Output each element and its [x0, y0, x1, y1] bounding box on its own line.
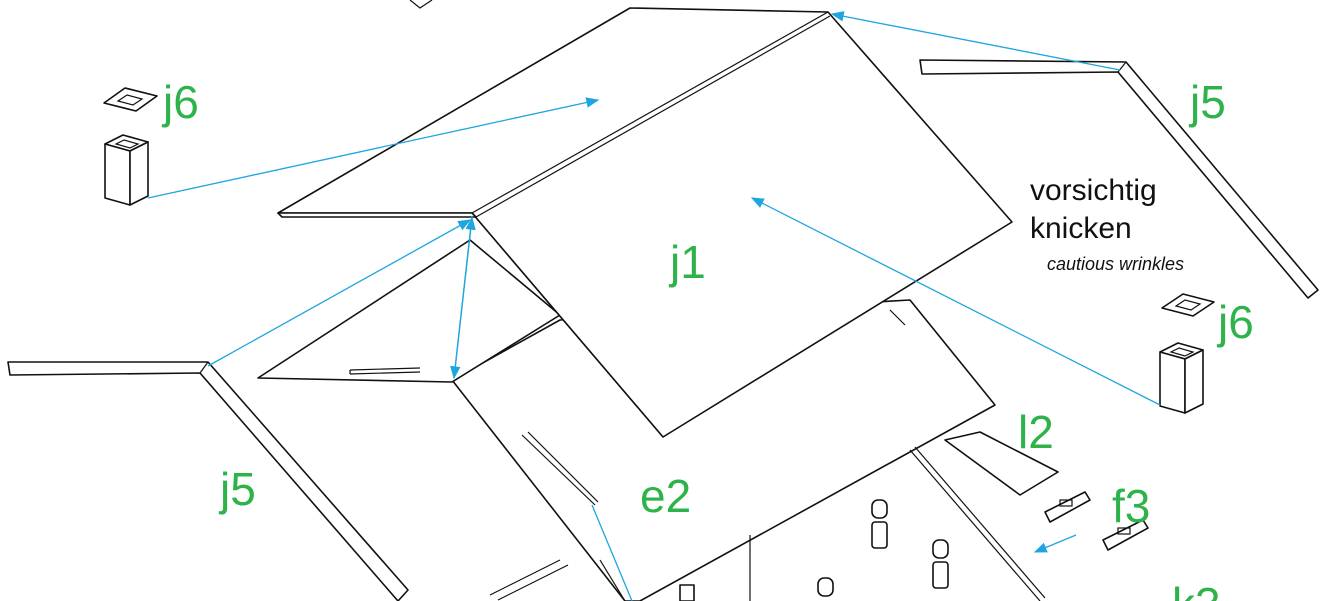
arrow-chimney-left-to-roof [147, 97, 600, 199]
arrow-ridge-up [453, 216, 476, 379]
label-k3: k3 [1172, 578, 1221, 601]
label-j5-right: j5 [1188, 76, 1226, 128]
plate-l2 [944, 431, 1059, 496]
label-j6-right: j6 [1216, 296, 1254, 348]
label-j5-left: j5 [218, 463, 256, 515]
note-line-2: knicken [1030, 212, 1132, 245]
label-f3: f3 [1112, 480, 1150, 532]
label-j6-left: j6 [161, 76, 199, 128]
assembly-arrows [147, 11, 1161, 601]
building-facade [489, 446, 1046, 601]
note-line-1: vorsichtig [1030, 174, 1157, 207]
chimney-j6-left [104, 134, 149, 206]
roof-panel-j1 [277, 7, 1013, 438]
chimney-cap-j6-left [103, 87, 158, 112]
label-j1: j1 [668, 236, 706, 288]
label-e2: e2 [640, 470, 691, 522]
roof-panel-e2 [451, 299, 996, 601]
label-l2: l2 [1018, 406, 1054, 458]
arrow-f3-to-wall [1033, 534, 1077, 553]
part-f3-a [1044, 491, 1091, 523]
arrow-ridge-right-to-roof [830, 11, 1121, 71]
note-line-3: cautious wrinkles [1047, 254, 1184, 274]
ridge-strip-j5-left [7, 361, 409, 601]
arrow-facade [591, 504, 633, 601]
chimney-cap-j6-right [1161, 293, 1215, 317]
arrow-ridge-left-to-roof [207, 219, 472, 367]
arrow-chimney-right-to-roof [750, 197, 1161, 406]
part-f3-b [1102, 519, 1149, 551]
partial-piece-top [409, 0, 433, 9]
chimney-j6-right [1159, 342, 1204, 414]
